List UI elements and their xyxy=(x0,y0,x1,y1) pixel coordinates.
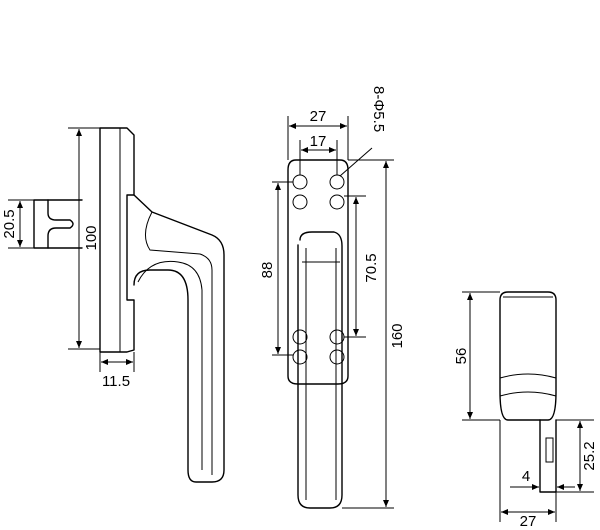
dim-front-inner: 17 xyxy=(310,133,327,150)
dim-front-grip: 70.5 xyxy=(363,253,380,282)
front-view: 27 17 8-Φ5.5 88 70.5 160 xyxy=(259,86,406,509)
dim-holes-spec: 8-Φ5.5 xyxy=(370,86,387,132)
dim-front-width: 27 xyxy=(310,108,327,125)
dim-side-thickness: 11.5 xyxy=(102,373,130,390)
end-view: 56 25.2 4 27 xyxy=(453,291,598,530)
dim-front-spacing: 88 xyxy=(259,262,276,279)
dim-end-tab: 4 xyxy=(522,468,530,485)
dim-side-height: 100 xyxy=(83,225,100,250)
dim-side-slot: 20.5 xyxy=(1,209,18,238)
dim-end-height: 56 xyxy=(453,348,470,365)
dim-front-total: 160 xyxy=(389,323,406,348)
dim-end-tab-height: 25.2 xyxy=(581,441,598,470)
dim-end-width: 27 xyxy=(520,513,537,530)
side-view: 100 20.5 11.5 xyxy=(1,127,225,483)
